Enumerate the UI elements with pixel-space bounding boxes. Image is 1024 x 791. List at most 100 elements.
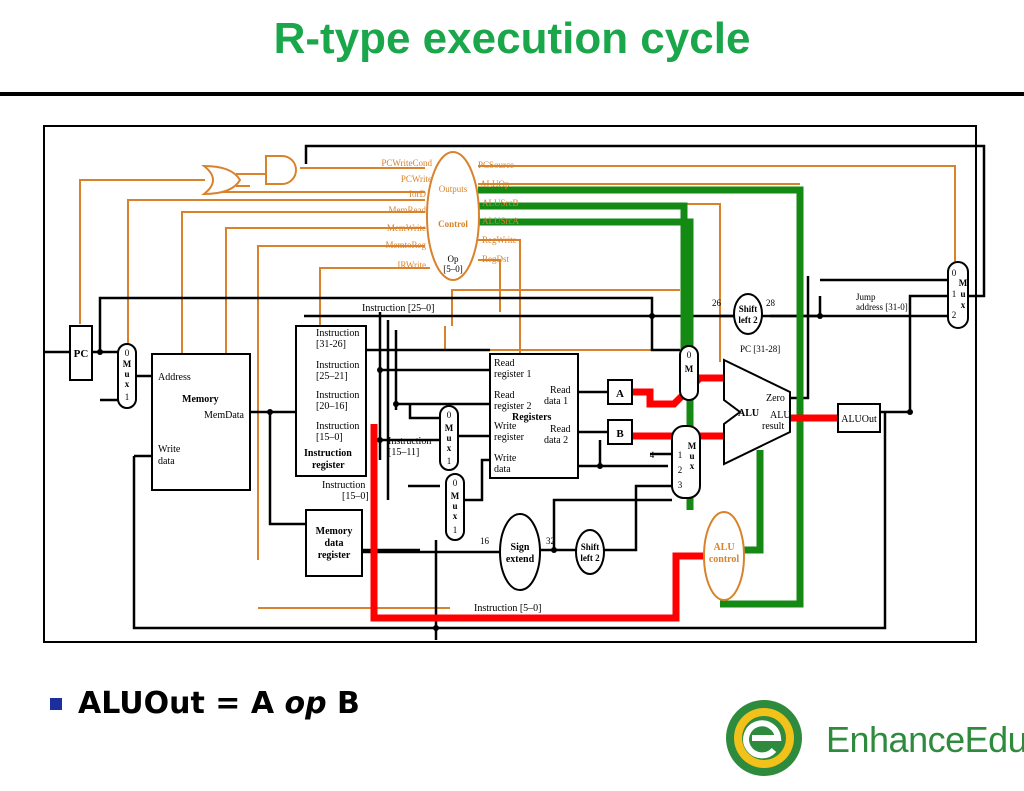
control-op-bits: [5–0] xyxy=(443,264,463,274)
mux-pcsource xyxy=(947,261,969,329)
mux-pcsource-m: M xyxy=(959,278,968,288)
mux-regdst-0: 0 xyxy=(447,410,452,420)
signal-regwrite: RegWrite xyxy=(482,235,517,245)
signal-pcwrite: PCWrite xyxy=(401,174,432,184)
bullet-square-icon xyxy=(50,697,62,710)
bits-26-label: 26 xyxy=(712,298,722,308)
mux-pcsource-x: x xyxy=(961,300,966,310)
mux-alusrcb xyxy=(671,425,701,499)
mux-pcsource-2: 2 xyxy=(952,310,957,320)
reg-read-reg2-a: Read xyxy=(494,390,515,401)
mdr-label-1: Memory xyxy=(316,526,353,537)
control-unit xyxy=(426,151,480,281)
memory-memdata-label: MemData xyxy=(204,410,245,421)
mux-alusrca-0: 0 xyxy=(687,350,692,360)
pc-31-28-label: PC [31-28] xyxy=(740,344,780,354)
title-divider xyxy=(0,92,1024,96)
bits-32-label: 32 xyxy=(546,536,555,546)
instr-15-0-label: Instruction xyxy=(322,480,365,491)
reg-read-reg1-a: Read xyxy=(494,358,515,369)
memory-data-register xyxy=(305,509,363,577)
register-file xyxy=(489,353,579,479)
reg-b-box xyxy=(607,419,633,445)
signal-irwrite: IRWrite xyxy=(397,260,426,270)
ir-20-16-bits: [20–16] xyxy=(316,401,348,412)
sign-extend-label-2: extend xyxy=(506,554,535,565)
shift-left-lower xyxy=(575,529,605,575)
memory-name: Memory xyxy=(182,394,219,405)
reg-write-data-a: Write xyxy=(494,453,517,464)
green-control-highlight xyxy=(478,186,804,608)
reg-a-label: A xyxy=(616,388,624,400)
mux-iord xyxy=(117,343,137,409)
instr-5-0-label: Instruction [5–0] xyxy=(474,603,542,614)
bullet-suffix: B xyxy=(326,686,360,721)
mux-alusrca-m: M xyxy=(685,364,694,374)
alu-unit xyxy=(723,358,791,466)
bits-28-label: 28 xyxy=(766,298,776,308)
bits-16-label: 16 xyxy=(480,536,490,546)
signal-alusrcb: ALUSrcB xyxy=(482,198,519,208)
ir-20-16-label: Instruction xyxy=(316,390,359,401)
alu-name: ALU xyxy=(738,408,759,419)
mux-alusrca xyxy=(679,345,699,401)
control-outputs-label: Outputs xyxy=(439,184,468,194)
ir-31-26-bits: [31-26] xyxy=(316,339,346,350)
alu-control-label-2: control xyxy=(709,554,740,565)
jump-label-1: Jump xyxy=(856,292,876,302)
sign-extend-unit xyxy=(499,513,541,591)
bullet-aluout-formula: ALUOut = A op B xyxy=(50,686,360,721)
mux-label-m: M xyxy=(123,359,132,369)
reg-b-label: B xyxy=(616,428,624,440)
signal-pcwritecond: PCWriteCond xyxy=(381,158,432,168)
alusrcb-const-4: 4 xyxy=(650,450,655,460)
mux-input-0: 0 xyxy=(125,348,130,358)
mux-pcsource-1: 1 xyxy=(952,289,957,299)
signal-memread: MemRead xyxy=(389,205,427,215)
alu-alu-label: ALU xyxy=(770,410,791,421)
mdr-label-2: data xyxy=(325,538,344,549)
mux-memtoreg xyxy=(445,473,465,541)
signal-memwrite: MemWrite xyxy=(387,223,426,233)
memory-write-label: Write xyxy=(158,444,181,455)
reg-read-reg2-b: register 2 xyxy=(494,401,532,412)
memory-data-label: data xyxy=(158,456,175,467)
ir-25-21-label: Instruction xyxy=(316,360,359,371)
mux-label-u: u xyxy=(124,369,129,379)
bullet-prefix: ALUOut = A xyxy=(78,686,285,721)
mux-input-1: 1 xyxy=(125,392,130,402)
mux-alusrcb-x: x xyxy=(690,461,695,471)
ir-name-2: register xyxy=(312,460,345,471)
pc-label: PC xyxy=(74,348,89,360)
instr-15-11-label: Instruction xyxy=(388,436,431,447)
shift-left-upper xyxy=(733,293,763,335)
mux-regdst-1: 1 xyxy=(447,456,452,466)
mux-memtoreg-x: x xyxy=(453,511,458,521)
signal-pcsource: PCSource xyxy=(478,160,514,170)
reg-read-data2-b: data 2 xyxy=(544,435,568,446)
signal-memtoreg: MemtoReg xyxy=(386,240,427,250)
shift-left-lower-label-1: Shift xyxy=(581,542,600,552)
wire-junctions xyxy=(97,313,913,631)
reg-write-data-b: data xyxy=(494,464,511,475)
control-name: Control xyxy=(438,219,468,229)
mux-pcsource-0: 0 xyxy=(952,268,957,278)
ir-15-0-bits: [15–0] xyxy=(316,432,343,443)
ir-15-0-label: Instruction xyxy=(316,421,359,432)
mux-regdst-x: x xyxy=(447,443,452,453)
logo-text: EnhanceEdu xyxy=(826,719,1024,760)
registers-name: Registers xyxy=(512,412,552,423)
shift-left-upper-label-1: Shift xyxy=(739,304,758,314)
pc-register xyxy=(69,325,93,381)
alu-result-label: result xyxy=(762,421,784,432)
ir-name-1: Instruction xyxy=(304,448,352,459)
reg-write-reg-a: Write xyxy=(494,421,517,432)
mux-memtoreg-0: 0 xyxy=(453,478,458,488)
reg-read-data1-a: Read xyxy=(550,385,571,396)
instruction-register xyxy=(295,325,367,477)
reg-a-box xyxy=(607,379,633,405)
reg-read-data2-a: Read xyxy=(550,424,571,435)
signal-alusrca: ALUSrcA xyxy=(482,216,519,226)
shift-left-upper-label-2: left 2 xyxy=(738,315,758,325)
